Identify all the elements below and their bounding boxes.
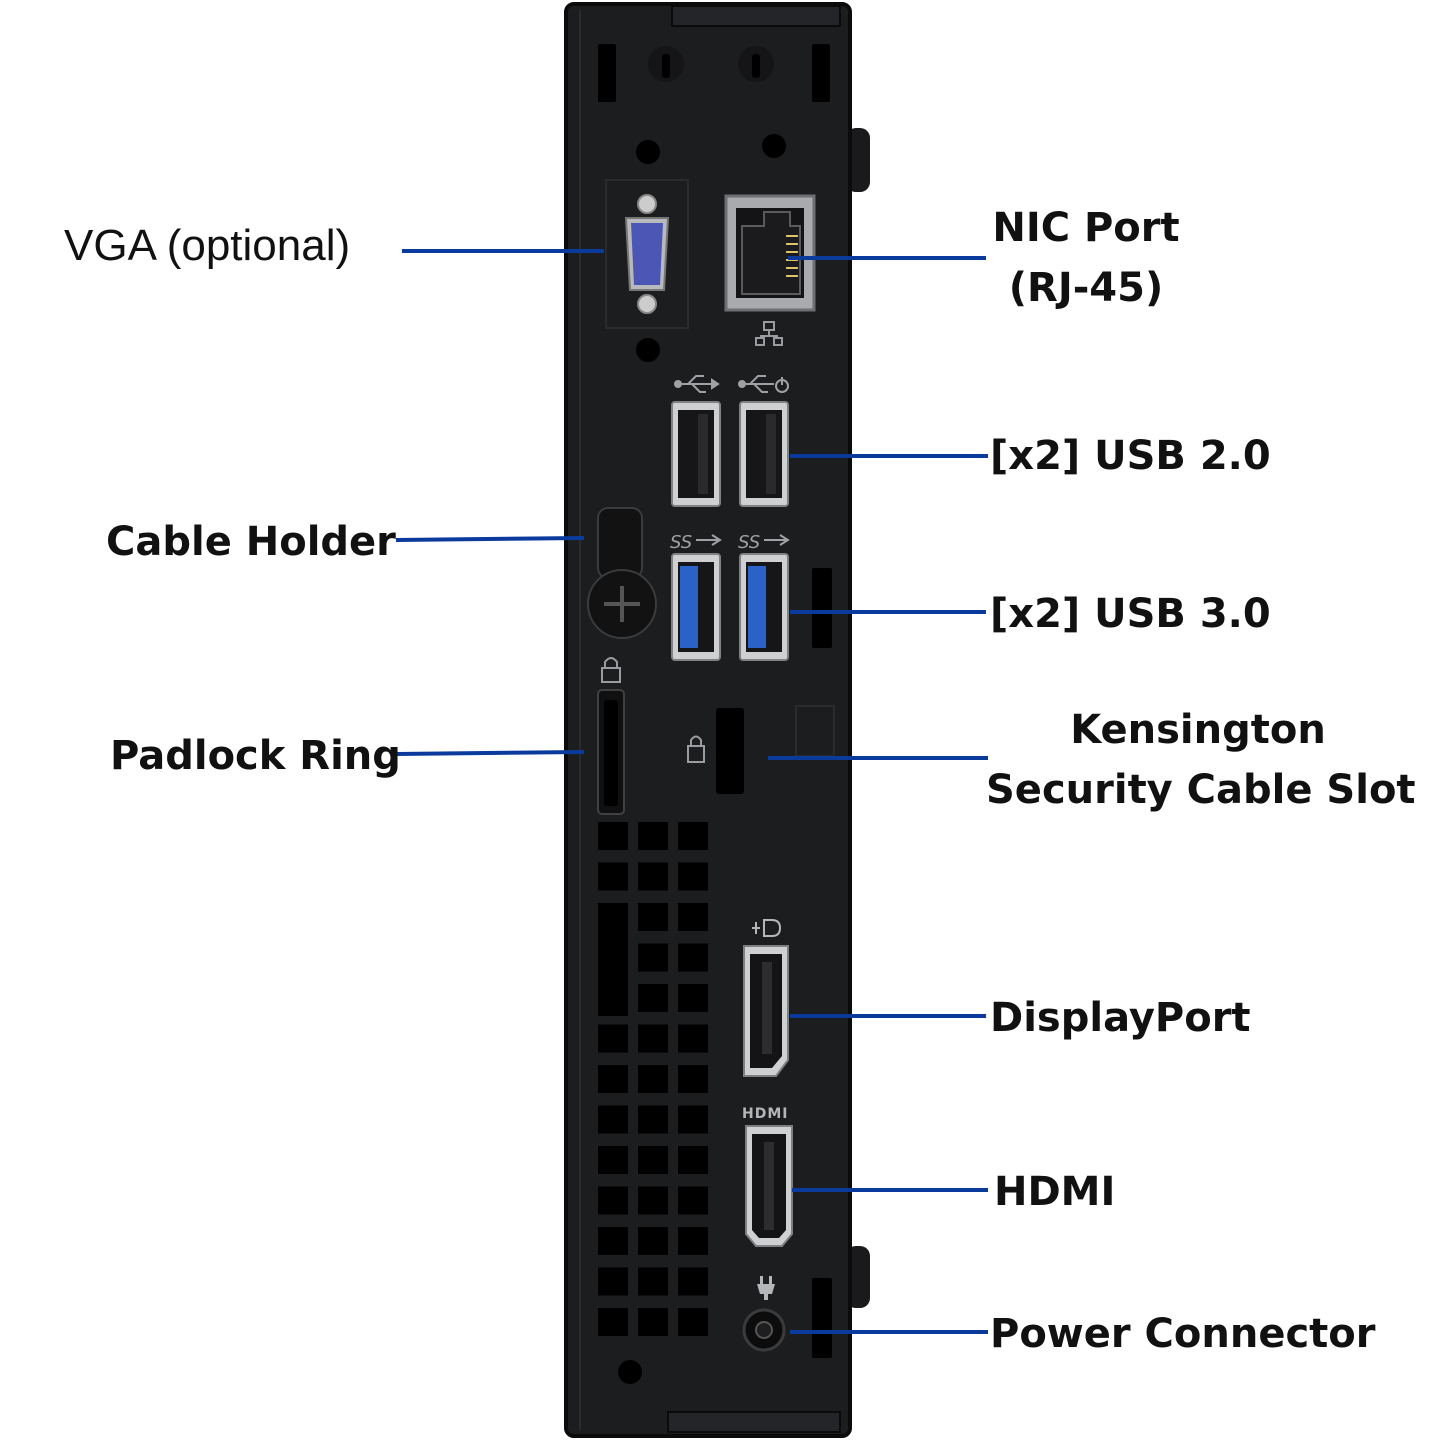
screw-holes	[618, 134, 786, 1384]
vent-tall-slot	[598, 906, 628, 1016]
vent-hole	[678, 1308, 708, 1336]
vent-hole	[598, 1146, 628, 1174]
network-icon	[755, 321, 783, 346]
vent-hole	[638, 1267, 668, 1296]
vent-hole	[638, 1105, 668, 1134]
displayport-icon	[752, 919, 782, 937]
vent-hole	[678, 1227, 708, 1255]
hdmi-port	[745, 1125, 793, 1247]
label-kensington-line2: Security Cable Slot	[986, 767, 1416, 813]
cable-holder	[587, 507, 657, 639]
vent-hole	[678, 1105, 708, 1134]
label-displayport: DisplayPort	[990, 995, 1251, 1041]
leader-cable-holder	[395, 536, 585, 542]
power-connector	[742, 1308, 786, 1352]
vent-hole	[638, 1308, 668, 1336]
vent-hole	[678, 903, 708, 931]
label-cable-holder: Cable Holder	[106, 519, 396, 565]
leader-padlock-ring	[395, 750, 585, 756]
vent-hole	[598, 862, 628, 891]
vent-hole	[638, 1186, 668, 1215]
vent-hole	[678, 1267, 708, 1296]
vent-hole	[598, 1267, 628, 1296]
vent-hole	[638, 903, 668, 931]
usb3-ports	[671, 553, 789, 661]
vent-hole	[598, 1065, 628, 1093]
vent-hole	[638, 1024, 668, 1053]
hdmi-logo: HDMI	[742, 1106, 788, 1122]
label-nic-line1: NIC Port	[992, 205, 1180, 251]
rj45-port	[724, 194, 816, 312]
label-nic-line2: (RJ-45)	[1008, 265, 1164, 311]
vent-hole	[678, 822, 708, 850]
chassis-top-lip	[671, 5, 841, 27]
vent-hole	[678, 1146, 708, 1174]
vent-hole	[598, 1186, 628, 1215]
side-vent-slot	[812, 568, 832, 648]
usb-power-icon	[738, 375, 789, 393]
vent-hole	[638, 1227, 668, 1255]
vent-hole	[638, 1065, 668, 1093]
label-nic-port: NIC Port (RJ-45)	[988, 198, 1184, 318]
vent-hole	[638, 1146, 668, 1174]
vent-hole	[598, 1227, 628, 1255]
label-kensington-line1: Kensington	[1070, 707, 1326, 753]
label-usb3: [x2] USB 3.0	[990, 591, 1271, 637]
padlock-ring	[597, 689, 625, 815]
padlock-icon	[601, 657, 621, 683]
vent-hole	[638, 822, 668, 850]
label-kensington: Kensington Security Cable Slot	[986, 700, 1416, 820]
label-usb2: [x2] USB 2.0	[990, 433, 1271, 479]
vent-hole	[598, 1105, 628, 1134]
top-vent-slots	[598, 44, 830, 102]
vent-hole	[678, 1024, 708, 1053]
power-plug-icon	[757, 1276, 775, 1300]
vent-hole	[638, 943, 668, 972]
usb-icon	[674, 375, 720, 393]
usb2-ports	[671, 401, 789, 507]
leader-lines	[395, 249, 988, 1334]
power-side-slot	[812, 1278, 832, 1358]
vent-hole	[678, 1065, 708, 1093]
vent-hole	[638, 862, 668, 891]
vent-hole	[598, 1024, 628, 1053]
kensington-lock-icon	[687, 735, 705, 763]
ss-logo-left: SS	[670, 532, 692, 553]
label-vga: VGA (optional)	[64, 221, 351, 270]
vent-hole	[678, 984, 708, 1012]
vent-hole	[598, 1308, 628, 1336]
vent-hole	[678, 862, 708, 891]
vent-hole	[638, 984, 668, 1012]
vga-port	[605, 179, 689, 329]
vent-grid	[598, 822, 708, 1336]
superspeed-usb-icon: SS SS	[670, 532, 790, 553]
chassis-body	[564, 2, 852, 1438]
chassis-bottom-lip	[667, 1411, 841, 1433]
label-padlock-ring: Padlock Ring	[110, 733, 401, 779]
label-power-connector: Power Connector	[990, 1311, 1376, 1357]
vent-hole	[678, 1186, 708, 1215]
ss-logo-right: SS	[738, 532, 760, 553]
vent-hole	[598, 822, 628, 850]
vent-hole	[678, 943, 708, 972]
displayport-port	[743, 945, 789, 1077]
label-hdmi: HDMI	[994, 1169, 1116, 1215]
